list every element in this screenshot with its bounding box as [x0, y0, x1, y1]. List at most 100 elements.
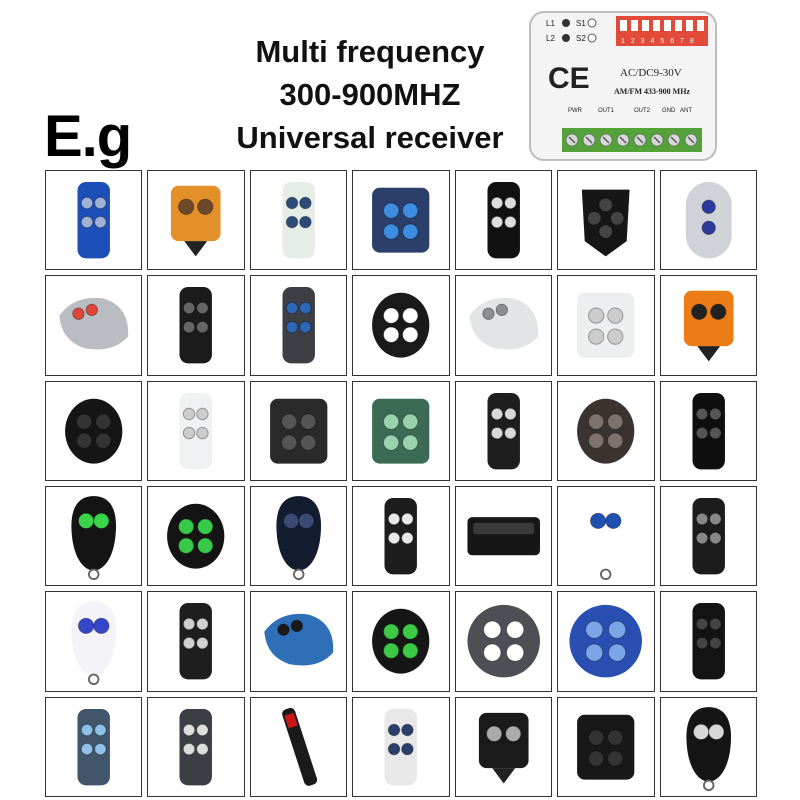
remote-control-image: [276, 496, 321, 581]
remote-control-image: [59, 298, 129, 350]
remote-tile: [557, 380, 655, 481]
remote-control-image: [384, 708, 418, 785]
remote-control-image: [282, 287, 315, 364]
remote-control-image: [71, 496, 117, 581]
remote-tile: [147, 170, 245, 271]
terminal-label-out1: OUT1: [598, 108, 615, 114]
remote-tile: [352, 380, 450, 481]
receiver-switch1-label: S1: [576, 19, 586, 28]
remote-control-image: [583, 496, 629, 581]
remote-control-image: [65, 398, 123, 464]
remote-control-image: [577, 293, 635, 358]
remote-tile: [147, 380, 245, 481]
remote-tile: [454, 486, 553, 587]
remote-grid: [45, 170, 757, 797]
terminal-label-gnd: GND: [662, 108, 676, 114]
remote-control-image: [179, 392, 213, 469]
remote-tile: [454, 170, 553, 271]
remote-tile: [45, 170, 143, 271]
remote-control-image: [384, 497, 418, 575]
remote-tile: [147, 591, 245, 692]
remote-control-image: [269, 398, 328, 464]
remote-control-image: [467, 517, 540, 556]
remote-tile: [557, 486, 655, 587]
switch2-button: [587, 33, 597, 43]
remote-tile: [659, 275, 757, 376]
remote-control-image: [569, 605, 643, 678]
remote-control-image: [171, 185, 221, 257]
headline-line-3: Universal receiver: [236, 120, 504, 155]
receiver-led1-label: L1: [546, 19, 555, 28]
remote-control-image: [264, 614, 334, 666]
remote-control-image: [167, 503, 225, 569]
remote-control-image: [685, 181, 732, 259]
receiver-module-image: L1 L2 S1 S2 1 2 3 4 5 6 7 8 CE AC/DC9-30…: [529, 11, 717, 161]
remote-tile: [659, 486, 757, 587]
dip-switch-numbers: 1 2 3 4 5 6 7 8: [621, 38, 696, 45]
remote-control-image: [581, 189, 630, 257]
remote-control-image: [577, 398, 635, 464]
remote-control-image: [77, 708, 110, 785]
remote-tile: [557, 696, 655, 797]
remote-control-image: [469, 298, 538, 350]
example-label: E.g: [44, 104, 132, 169]
remote-control-image: [487, 392, 520, 470]
remote-control-image: [372, 187, 430, 253]
receiver-frequency: AM/FM 433-900 MHz: [614, 87, 690, 96]
ce-mark: CE: [548, 62, 590, 95]
remote-tile: [454, 696, 553, 797]
remote-control-image: [467, 605, 540, 678]
remote-control-image: [372, 293, 430, 358]
remote-tile: [249, 696, 348, 797]
receiver-voltage: AC/DC9-30V: [620, 67, 682, 79]
remote-tile: [249, 275, 348, 376]
switch1-button: [587, 18, 597, 28]
remote-control-image: [577, 714, 635, 780]
remote-tile: [352, 486, 450, 587]
remote-control-image: [372, 398, 430, 464]
receiver-led2-label: L2: [546, 34, 555, 43]
remote-tile: [45, 486, 143, 587]
remote-control-image: [692, 392, 725, 470]
remote-control-image: [282, 181, 315, 259]
remote-control-image: [281, 707, 317, 786]
remote-tile: [147, 275, 245, 376]
remote-tile: [45, 275, 143, 376]
remote-tile: [557, 170, 655, 271]
remote-tile: [147, 696, 245, 797]
remote-tile: [45, 591, 143, 692]
remote-control-image: [685, 706, 731, 791]
remote-control-image: [179, 708, 213, 785]
remote-tile: [454, 380, 553, 481]
remote-tile: [659, 380, 757, 481]
remote-control-image: [179, 603, 213, 680]
led1-indicator: [562, 19, 570, 27]
remote-tile: [454, 591, 553, 692]
terminal-label-pwr: PWR: [568, 108, 583, 114]
terminal-label-out2: OUT2: [634, 108, 651, 114]
remote-tile: [147, 486, 245, 587]
remote-tile: [352, 591, 450, 692]
receiver-switch2-label: S2: [576, 34, 586, 43]
remote-tile: [249, 380, 348, 481]
terminal-label-ant: ANT: [680, 108, 692, 114]
remote-tile: [659, 170, 757, 271]
remote-tile: [557, 275, 655, 376]
headline: Multi frequency 300-900MHZ Universal rec…: [210, 30, 530, 159]
remote-control-image: [487, 181, 520, 259]
remote-tile: [45, 696, 143, 797]
remote-tile: [454, 275, 553, 376]
remote-tile: [45, 380, 143, 481]
remote-control-image: [683, 291, 734, 362]
remote-control-image: [179, 287, 213, 364]
remote-tile: [352, 275, 450, 376]
led2-indicator: [562, 34, 570, 42]
remote-control-image: [478, 712, 529, 784]
remote-control-image: [77, 181, 110, 259]
remote-tile: [249, 170, 348, 271]
remote-tile: [659, 696, 757, 797]
remote-control-image: [372, 609, 430, 674]
remote-tile: [352, 696, 450, 797]
headline-line-2: 300-900MHZ: [279, 77, 461, 112]
remote-tile: [557, 591, 655, 692]
